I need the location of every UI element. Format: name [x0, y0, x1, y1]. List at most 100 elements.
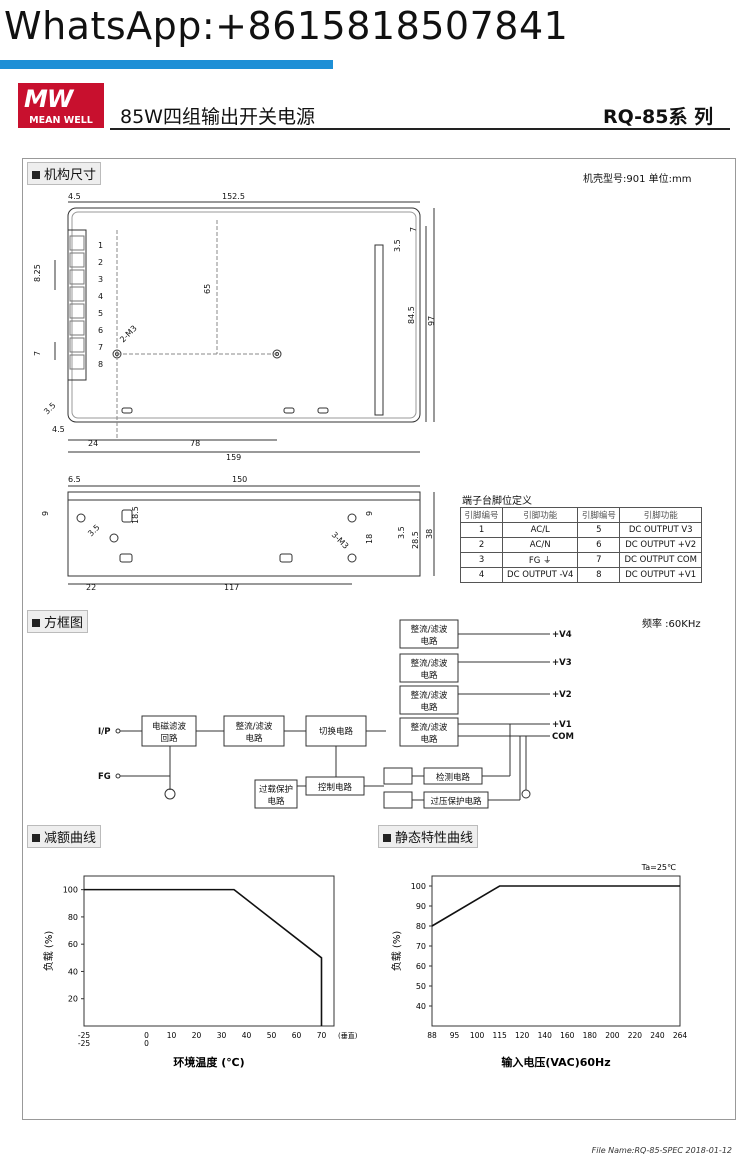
olp-block	[254, 779, 298, 809]
y-tick-label: 40	[416, 1002, 426, 1011]
x-tick-label: 220	[628, 1031, 643, 1040]
svg-text:3-M3: 3-M3	[330, 530, 350, 550]
svg-text:18.5: 18.5	[131, 506, 140, 524]
rect-v2	[399, 685, 459, 715]
svg-text:4.5: 4.5	[52, 425, 65, 434]
mechanical-drawing: 4.5 152.5 65 3.5 7 84.5 97 8.25 7 2-M3 3…	[33, 192, 436, 590]
svg-text:65: 65	[203, 284, 212, 294]
y-tick-label: 40	[68, 967, 78, 976]
x-tick-label: 240	[650, 1031, 665, 1040]
svg-text:78: 78	[190, 439, 200, 448]
svg-text:3.5: 3.5	[86, 523, 101, 538]
svg-text:3.5: 3.5	[42, 401, 57, 416]
svg-text:电路: 电路	[245, 733, 263, 744]
svg-text:22: 22	[86, 583, 96, 590]
svg-text:8.25: 8.25	[33, 264, 42, 282]
y-tick-label: 80	[416, 922, 426, 931]
x-tick-label: 30	[217, 1031, 227, 1040]
heatsink	[374, 244, 384, 416]
svg-text:9: 9	[365, 511, 374, 516]
top-view-outline	[67, 207, 421, 423]
y-tick-label: 50	[416, 982, 426, 991]
block-diagram: 电磁滤波 回路 整流/滤波 电路 切换电路 整流/滤波 电路 整流/滤波 电路 …	[98, 619, 574, 809]
plot-frame	[431, 875, 681, 1027]
svg-text:过载保护: 过载保护	[259, 784, 293, 795]
svg-text:8: 8	[98, 360, 103, 369]
condition-note: Ta=25℃	[641, 863, 676, 872]
x-tick-label: -25	[78, 1031, 90, 1040]
square-icon	[32, 619, 40, 627]
svg-text:7: 7	[409, 227, 418, 232]
svg-text:152.5: 152.5	[222, 192, 245, 201]
section-derating: 减额曲线	[27, 825, 102, 848]
svg-text:COM: COM	[552, 732, 574, 742]
series-line	[84, 888, 323, 1026]
svg-text:+V3: +V3	[552, 658, 572, 668]
product-title: 85W四组输出开关电源	[120, 106, 315, 128]
y-tick-label: 20	[68, 995, 78, 1004]
x-tick-label: 20	[192, 1031, 202, 1040]
svg-text:3.5: 3.5	[393, 239, 402, 252]
svg-text:3.5: 3.5	[397, 526, 406, 539]
svg-text:18: 18	[365, 534, 374, 544]
svg-text:2: 2	[98, 258, 103, 267]
x-axis-label: 环境温度 (℃)	[173, 1055, 244, 1069]
whatsapp-contact: WhatsApp:+8615818507841	[4, 4, 569, 48]
logo-mark: MW	[24, 85, 73, 113]
x-tick-label: 264	[673, 1031, 688, 1040]
rect-v1	[399, 717, 459, 747]
spec-frame	[22, 158, 736, 1120]
x-tick-label: 100	[470, 1031, 485, 1040]
svg-text:84.5: 84.5	[407, 306, 416, 324]
case-note: 机壳型号:901 单位:mm	[583, 174, 692, 185]
svg-text:6.5: 6.5	[68, 475, 81, 484]
svg-text:7: 7	[98, 343, 103, 352]
logo-name: MEAN WELL	[29, 115, 93, 126]
x-tick-label: 10	[167, 1031, 177, 1040]
svg-text:117: 117	[224, 583, 239, 590]
square-icon	[32, 834, 40, 842]
svg-text:4.5: 4.5	[68, 192, 81, 201]
svg-text:38: 38	[425, 529, 434, 539]
svg-text:整流/滤波: 整流/滤波	[411, 722, 448, 733]
svg-text:6: 6	[98, 326, 103, 335]
header-rule	[110, 128, 730, 130]
x-tick-label: 95	[450, 1031, 460, 1040]
side-view-outline	[67, 491, 421, 577]
svg-text:检测电路: 检测电路	[436, 772, 471, 783]
svg-text:7: 7	[33, 351, 42, 356]
svg-text:24: 24	[88, 439, 98, 448]
y-axis-label: 负载 (%)	[42, 931, 55, 972]
section-mech: 机构尺寸	[27, 162, 102, 185]
svg-text:FG: FG	[98, 772, 111, 782]
x-tick-label: 140	[538, 1031, 553, 1040]
rect-v3	[399, 653, 459, 683]
y-tick-label: 90	[416, 902, 426, 911]
svg-text:过压保护电路: 过压保护电路	[430, 796, 482, 807]
section-static: 静态特性曲线	[378, 825, 479, 848]
svg-text:3: 3	[98, 275, 103, 284]
svg-text:整流/滤波: 整流/滤波	[411, 624, 448, 635]
square-icon	[383, 834, 391, 842]
svg-text:28.5: 28.5	[411, 531, 420, 549]
y-tick-label: 100	[63, 886, 78, 895]
plot-frame	[83, 875, 335, 1027]
y-tick-label: 60	[416, 962, 426, 971]
y-tick-label: 100	[411, 882, 426, 891]
svg-text:整流/滤波: 整流/滤波	[411, 658, 448, 669]
svg-text:切换电路: 切换电路	[319, 726, 354, 737]
x-axis-label: 输入电压(VAC)60Hz	[501, 1055, 610, 1069]
series-name: RQ-85系 列	[603, 106, 714, 128]
brand-logo: MW MEAN WELL	[18, 83, 104, 128]
x-tick-label: -25	[78, 1039, 90, 1048]
svg-text:电路: 电路	[420, 636, 438, 647]
y-tick-label: 60	[68, 940, 78, 949]
svg-text:+V4: +V4	[552, 630, 572, 640]
x-unit-label: (垂直)	[338, 1031, 358, 1040]
